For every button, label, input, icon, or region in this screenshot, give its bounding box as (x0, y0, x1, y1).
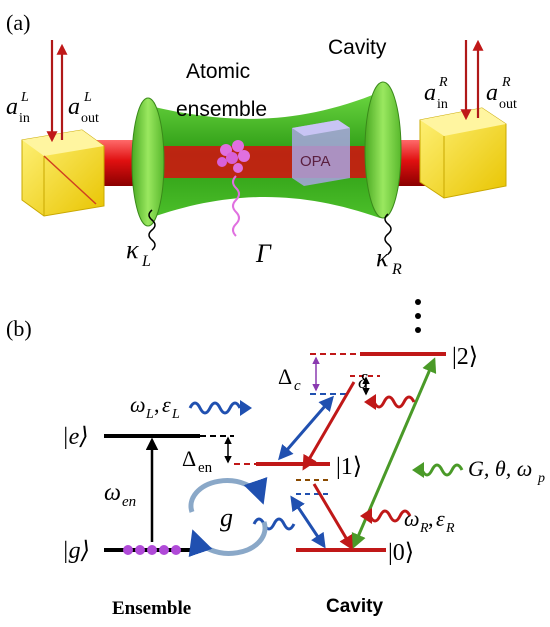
level-2-label: |2⟩ (452, 344, 478, 370)
svg-text:ε: ε (436, 506, 445, 531)
level-1-label: |1⟩ (336, 454, 362, 480)
svg-text:R: R (419, 521, 429, 536)
svg-text:ω: ω (104, 480, 121, 506)
right-beam-splitter-cube (419, 107, 507, 199)
atomic-label-line2: ensemble (176, 98, 267, 121)
right-mirror (364, 81, 402, 219)
omega-R-eps-R-label: ω R , ε R (404, 506, 455, 536)
pump-label: G, θ, ω p (468, 456, 545, 486)
right-output-label: a out R (486, 75, 517, 112)
left-input-label: a in L (6, 90, 30, 126)
svg-text:L: L (171, 407, 180, 422)
ellipsis-dots (415, 299, 421, 333)
panel-b-label: (b) (6, 316, 32, 341)
svg-text:R: R (391, 261, 402, 278)
kappa-L-wave (148, 209, 156, 251)
svg-text:ε: ε (162, 392, 171, 417)
level-0-label: |0⟩ (388, 540, 414, 566)
svg-text:G, θ, ω: G, θ, ω (468, 456, 532, 481)
opa-crystal: OPA (292, 120, 350, 186)
pump-wave (420, 463, 464, 477)
kappa-R-wave (384, 213, 392, 255)
gamma-decay-wave (232, 175, 240, 237)
svg-text:a: a (6, 94, 18, 120)
svg-text:p: p (537, 471, 545, 486)
opa-label: OPA (300, 153, 331, 170)
svg-text:out: out (81, 111, 99, 126)
left-mirror (131, 97, 165, 227)
svg-text:κ: κ (376, 243, 389, 272)
panel-a-label: (a) (6, 10, 30, 35)
drive-R-wave-upper (372, 395, 416, 409)
svg-text:c: c (294, 378, 301, 394)
svg-text:a: a (486, 80, 498, 106)
transition-0-1-blue (290, 495, 326, 549)
svg-text:|g⟩: |g⟩ (62, 538, 90, 564)
gamma-label: Γ (255, 239, 272, 268)
svg-text:κ: κ (126, 235, 139, 264)
svg-text:en: en (122, 494, 136, 510)
svg-text:in: in (19, 111, 30, 126)
left-beam-splitter-cube (21, 129, 105, 217)
transition-1-2-red (302, 381, 356, 471)
atomic-label-line1: Atomic (186, 60, 250, 83)
coupling-g-label: g (220, 503, 233, 532)
svg-text:a: a (424, 80, 436, 106)
coupling-cycle (188, 477, 268, 557)
svg-text:Δ: Δ (182, 446, 196, 471)
pump-wave-head (412, 462, 424, 478)
ensemble-caption: Ensemble (112, 598, 191, 619)
omega-en-label: ω en (104, 480, 136, 510)
small-delta-label: δ (358, 371, 368, 393)
svg-text:R: R (445, 521, 455, 536)
svg-text:L: L (20, 90, 29, 105)
svg-text:ω: ω (404, 506, 420, 531)
left-output-label: a out L (68, 90, 99, 126)
svg-text:|e⟩: |e⟩ (62, 424, 89, 450)
kappa-R-label: κ R (376, 243, 402, 278)
svg-text:en: en (198, 460, 213, 476)
delta-en-label: Δ en (182, 446, 213, 476)
svg-text:R: R (438, 75, 448, 90)
level-g-label: |g⟩ (62, 538, 90, 564)
svg-text:L: L (141, 253, 151, 270)
delta-c-label: Δ c (278, 364, 301, 394)
svg-text:,: , (428, 506, 434, 531)
cavity-caption: Cavity (326, 596, 383, 617)
drive-L-wave (188, 401, 242, 415)
svg-text:L: L (83, 90, 92, 105)
svg-text:in: in (437, 97, 448, 112)
level-e-label: |e⟩ (62, 424, 89, 450)
drive-L-wave-lower (252, 517, 296, 531)
svg-text:R: R (501, 75, 511, 90)
cavity-label: Cavity (328, 36, 387, 59)
svg-text:Δ: Δ (278, 364, 292, 389)
svg-text:ω: ω (130, 392, 146, 417)
svg-text:L: L (145, 407, 154, 422)
transition-0-1-red (312, 483, 354, 551)
omega-L-eps-L-label: ω L , ε L (130, 392, 180, 422)
drive-R-wave-upper-head (364, 394, 376, 410)
atom-cluster (217, 140, 250, 173)
kappa-L-label: κ L (126, 235, 151, 270)
svg-text:,: , (154, 392, 160, 417)
svg-text:out: out (499, 97, 517, 112)
drive-R-wave-lower-head (360, 508, 372, 524)
ground-atoms (123, 545, 181, 555)
right-input-label: a in R (424, 75, 448, 112)
transition-1-2-blue (278, 395, 334, 461)
drive-L-wave-head (240, 400, 252, 416)
drive-R-wave-lower (368, 509, 412, 523)
svg-text:a: a (68, 94, 80, 120)
